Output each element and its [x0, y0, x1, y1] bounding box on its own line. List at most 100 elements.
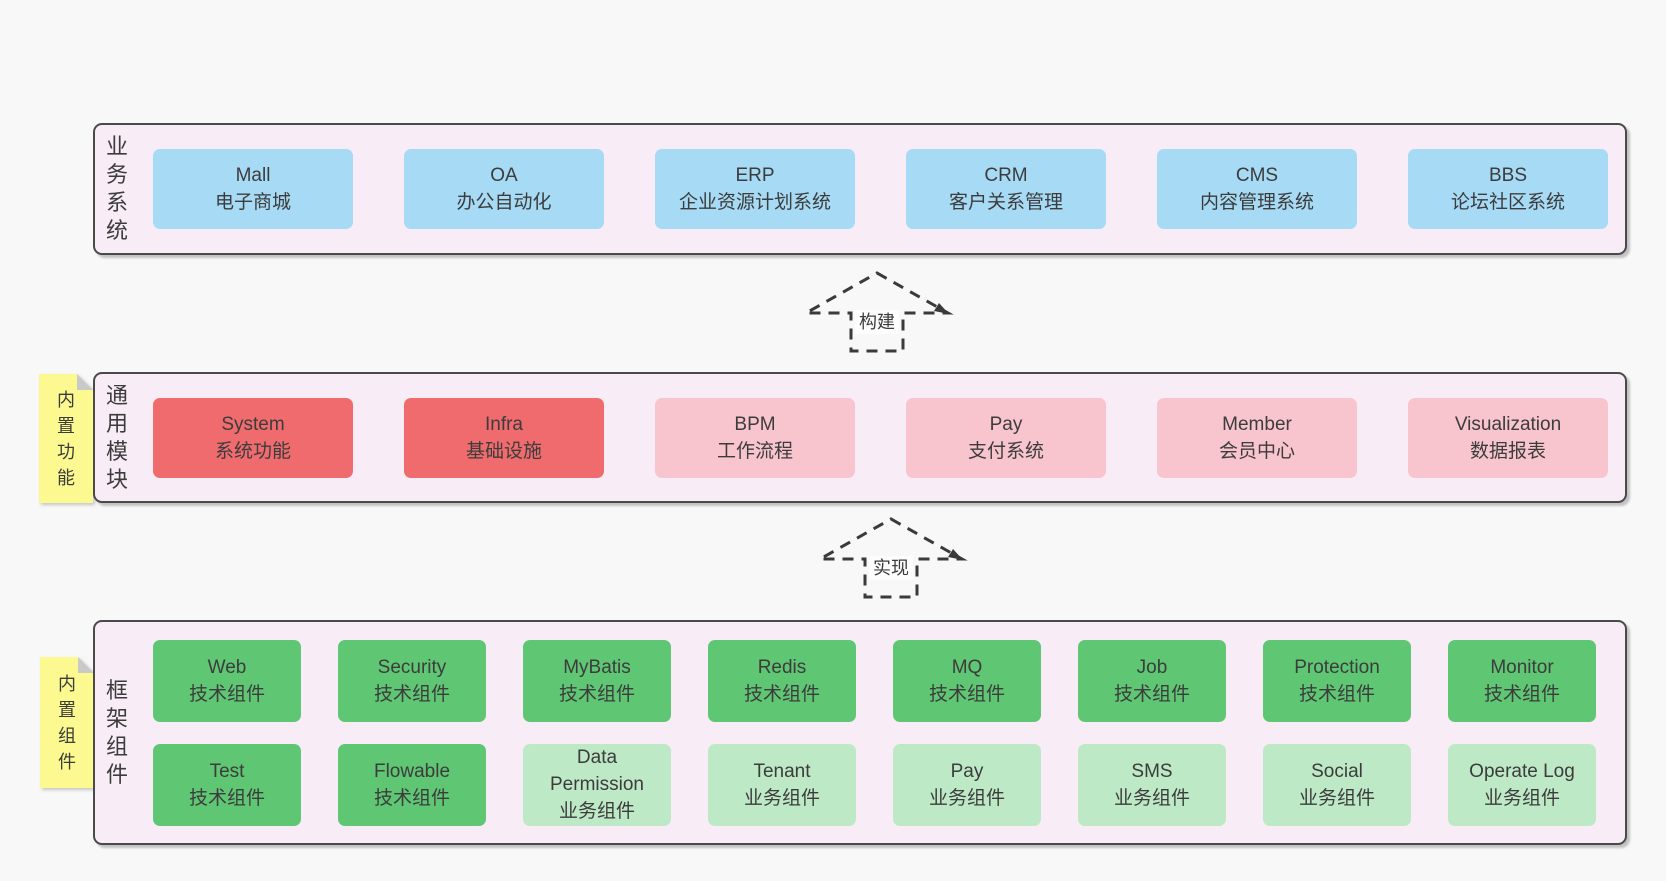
note-text: 内置组件	[58, 673, 76, 772]
box-name: Test	[209, 760, 245, 782]
box-name: Security	[377, 656, 447, 678]
box-name: System	[221, 413, 285, 435]
box-name: BBS	[1488, 165, 1528, 186]
box-pay-module: Pay 支付系统	[906, 397, 1106, 478]
box-name: Data Permission	[550, 747, 644, 795]
box-desc: 系统功能	[214, 440, 291, 462]
box-desc: 技术组件	[1298, 683, 1375, 705]
section-common-modules: 通用模块 System 系统功能 Infra 基础设施 BPM 工作流程 Pay…	[93, 372, 1627, 503]
box-crm: CRM 客户关系管理	[906, 149, 1106, 229]
box-name: Redis	[757, 656, 807, 678]
common-boxes: System 系统功能 Infra 基础设施 BPM 工作流程 Pay 支付系统…	[139, 374, 1625, 501]
box-name: Protection	[1294, 656, 1380, 678]
box-desc: 业务组件	[928, 787, 1005, 809]
box-name: CMS	[1235, 165, 1279, 186]
box-name: SMS	[1131, 760, 1173, 782]
box-desc: 论坛社区系统	[1450, 192, 1565, 213]
box-desc: 技术组件	[188, 683, 265, 705]
box-name: Flowable	[373, 760, 451, 782]
box-monitor: Monitor 技术组件	[1448, 639, 1596, 722]
box-desc: 办公自动化	[456, 192, 552, 213]
box-desc: 技术组件	[373, 683, 450, 705]
arrow-build-label: 构建	[855, 310, 899, 334]
box-desc: 业务组件	[1113, 787, 1190, 809]
sticky-note: 内置功能	[39, 374, 93, 503]
box-name: Tenant	[753, 760, 811, 782]
box-pay-component: Pay 业务组件	[893, 743, 1041, 826]
box-name: Job	[1136, 656, 1168, 678]
box-protection: Protection 技术组件	[1263, 639, 1411, 722]
box-system: System 系统功能	[153, 397, 353, 478]
box-redis: Redis 技术组件	[708, 639, 856, 722]
box-name: Pay	[950, 760, 984, 782]
box-desc: 基础设施	[465, 440, 542, 462]
box-desc: 技术组件	[928, 683, 1005, 705]
note-built-in-components: 内置组件	[40, 657, 94, 788]
framework-boxes: Web 技术组件 Security 技术组件 MyBatis 技术组件 Redi…	[139, 622, 1625, 843]
box-flowable: Flowable 技术组件	[338, 743, 486, 826]
box-name: Monitor	[1490, 656, 1554, 678]
box-desc: 企业资源计划系统	[678, 192, 831, 213]
box-bpm: BPM 工作流程	[655, 397, 855, 478]
box-name: Social	[1311, 760, 1363, 782]
box-desc: 技术组件	[743, 683, 820, 705]
box-desc: 客户关系管理	[948, 192, 1063, 213]
note-built-in-features: 内置功能	[39, 374, 93, 503]
box-desc: 技术组件	[373, 787, 450, 809]
box-name: Mall	[235, 165, 271, 186]
box-name: ERP	[735, 165, 775, 186]
section-label-text: 通用模块	[105, 382, 128, 492]
arrow-up-icon	[814, 517, 968, 599]
box-cms: CMS 内容管理系统	[1157, 149, 1357, 229]
box-name: Operate Log	[1469, 760, 1575, 782]
box-desc: 业务组件	[743, 787, 820, 809]
section-label-text: 框架组件	[105, 677, 128, 787]
box-name: Web	[207, 656, 247, 678]
box-desc: 支付系统	[967, 440, 1044, 462]
box-name: OA	[490, 165, 518, 186]
note-fold-corner-icon	[77, 374, 93, 390]
box-data-permission: Data Permission 业务组件	[523, 743, 671, 826]
box-name: CRM	[984, 165, 1028, 186]
box-desc: 业务组件	[558, 801, 635, 822]
box-desc: 技术组件	[1483, 683, 1560, 705]
arrow-implement: 实现	[814, 516, 968, 600]
business-boxes: Mall 电子商城 OA 办公自动化 ERP 企业资源计划系统 CRM 客户关系…	[139, 125, 1625, 253]
box-tenant: Tenant 业务组件	[708, 743, 856, 826]
box-desc: 技术组件	[1113, 683, 1190, 705]
box-web: Web 技术组件	[153, 639, 301, 722]
box-mall: Mall 电子商城	[153, 149, 353, 229]
box-desc: 技术组件	[558, 683, 635, 705]
box-mq: MQ 技术组件	[893, 639, 1041, 722]
box-name: Pay	[989, 413, 1023, 435]
box-name: Infra	[484, 413, 524, 435]
framework-row-1: Web 技术组件 Security 技术组件 MyBatis 技术组件 Redi…	[153, 639, 1596, 722]
box-desc: 业务组件	[1298, 787, 1375, 809]
arrow-build: 构建	[800, 270, 954, 354]
section-framework-components: 框架组件 Web 技术组件 Security 技术组件 MyBatis 技术组件…	[93, 620, 1627, 845]
box-test: Test 技术组件	[153, 743, 301, 826]
note-text: 内置功能	[57, 389, 75, 488]
section-label-text: 业务系统	[105, 134, 128, 243]
section-label-common: 通用模块	[95, 374, 139, 501]
box-name: MQ	[951, 656, 983, 678]
arrow-up-icon	[800, 271, 954, 353]
section-business-systems: 业务系统 Mall 电子商城 OA 办公自动化 ERP 企业资源计划系统 CRM…	[93, 123, 1627, 255]
box-desc: 会员中心	[1218, 440, 1295, 462]
box-bbs: BBS 论坛社区系统	[1408, 149, 1608, 229]
box-operate-log: Operate Log 业务组件	[1448, 743, 1596, 826]
box-member: Member 会员中心	[1157, 397, 1357, 478]
section-label-framework: 框架组件	[95, 622, 139, 843]
box-erp: ERP 企业资源计划系统	[655, 149, 855, 229]
box-desc: 技术组件	[188, 787, 265, 809]
box-infra: Infra 基础设施	[404, 397, 604, 478]
framework-row-2: Test 技术组件 Flowable 技术组件 Data Permission …	[153, 743, 1596, 826]
box-desc: 业务组件	[1483, 787, 1560, 809]
box-name: BPM	[734, 413, 776, 435]
box-visualization: Visualization 数据报表	[1408, 397, 1608, 478]
box-name: Member	[1222, 413, 1292, 435]
box-oa: OA 办公自动化	[404, 149, 604, 229]
box-desc: 数据报表	[1469, 440, 1546, 462]
box-mybatis: MyBatis 技术组件	[523, 639, 671, 722]
arrow-implement-label: 实现	[869, 556, 913, 580]
